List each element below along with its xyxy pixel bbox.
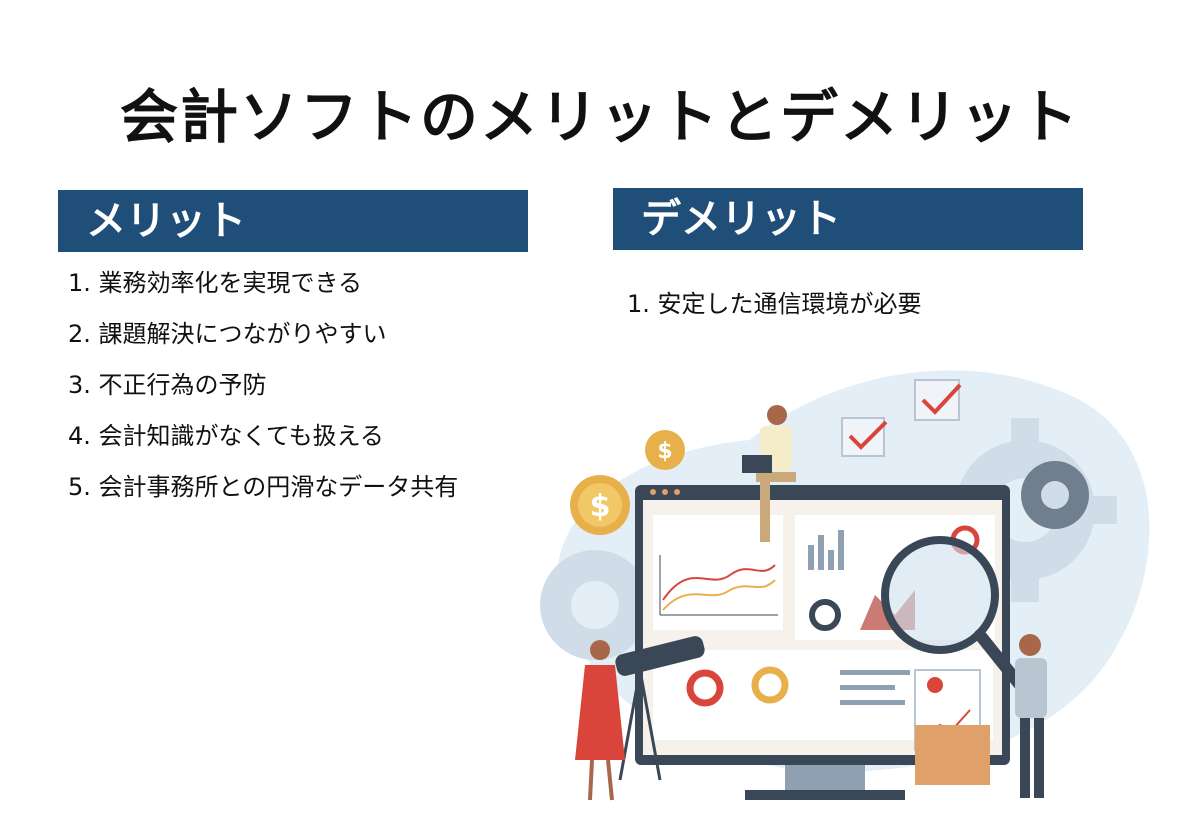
merit-heading: メリット bbox=[58, 190, 528, 252]
checkbox-icon bbox=[841, 417, 888, 457]
merit-list: 1. 業務効率化を実現できる 2. 課題解決につながりやすい 3. 不正行為の予… bbox=[68, 266, 458, 521]
merit-item: 1. 業務効率化を実現できる bbox=[68, 269, 363, 297]
person-woman-right bbox=[1015, 634, 1047, 798]
dollar-coin-icon: $ bbox=[645, 430, 685, 470]
demerit-item: 1. 安定した通信環境が必要 bbox=[627, 290, 922, 318]
line-series bbox=[662, 564, 776, 601]
merit-item: 4. 会計知識がなくても扱える bbox=[68, 422, 384, 450]
line-series bbox=[662, 579, 776, 611]
demerit-list: 1. 安定した通信環境が必要 bbox=[627, 287, 922, 338]
person-woman-left bbox=[575, 640, 625, 801]
person-sitting bbox=[742, 405, 796, 542]
gear-icon bbox=[1021, 461, 1089, 529]
folder-icon bbox=[915, 725, 990, 785]
checkbox-icon bbox=[914, 379, 962, 421]
svg-text:$: $ bbox=[590, 489, 611, 524]
donut-chart bbox=[686, 669, 724, 707]
magnifier-icon bbox=[881, 536, 1046, 716]
merit-item: 5. 会計事務所との円滑なデータ共有 bbox=[68, 473, 459, 501]
donut-chart bbox=[751, 666, 789, 704]
dollar-coin-icon: $ bbox=[570, 475, 630, 535]
gear-icon bbox=[540, 550, 650, 660]
business-analytics-illustration: $ $ bbox=[540, 370, 1150, 801]
laptop-icon bbox=[742, 455, 772, 473]
demerit-heading: デメリット bbox=[613, 188, 1083, 250]
svg-text:$: $ bbox=[657, 439, 672, 464]
page-title: 会計ソフトのメリットとデメリット bbox=[119, 83, 1080, 151]
merit-item: 2. 課題解決につながりやすい bbox=[68, 320, 387, 348]
telescope-icon bbox=[615, 636, 705, 781]
merit-item: 3. 不正行為の予防 bbox=[68, 371, 267, 399]
